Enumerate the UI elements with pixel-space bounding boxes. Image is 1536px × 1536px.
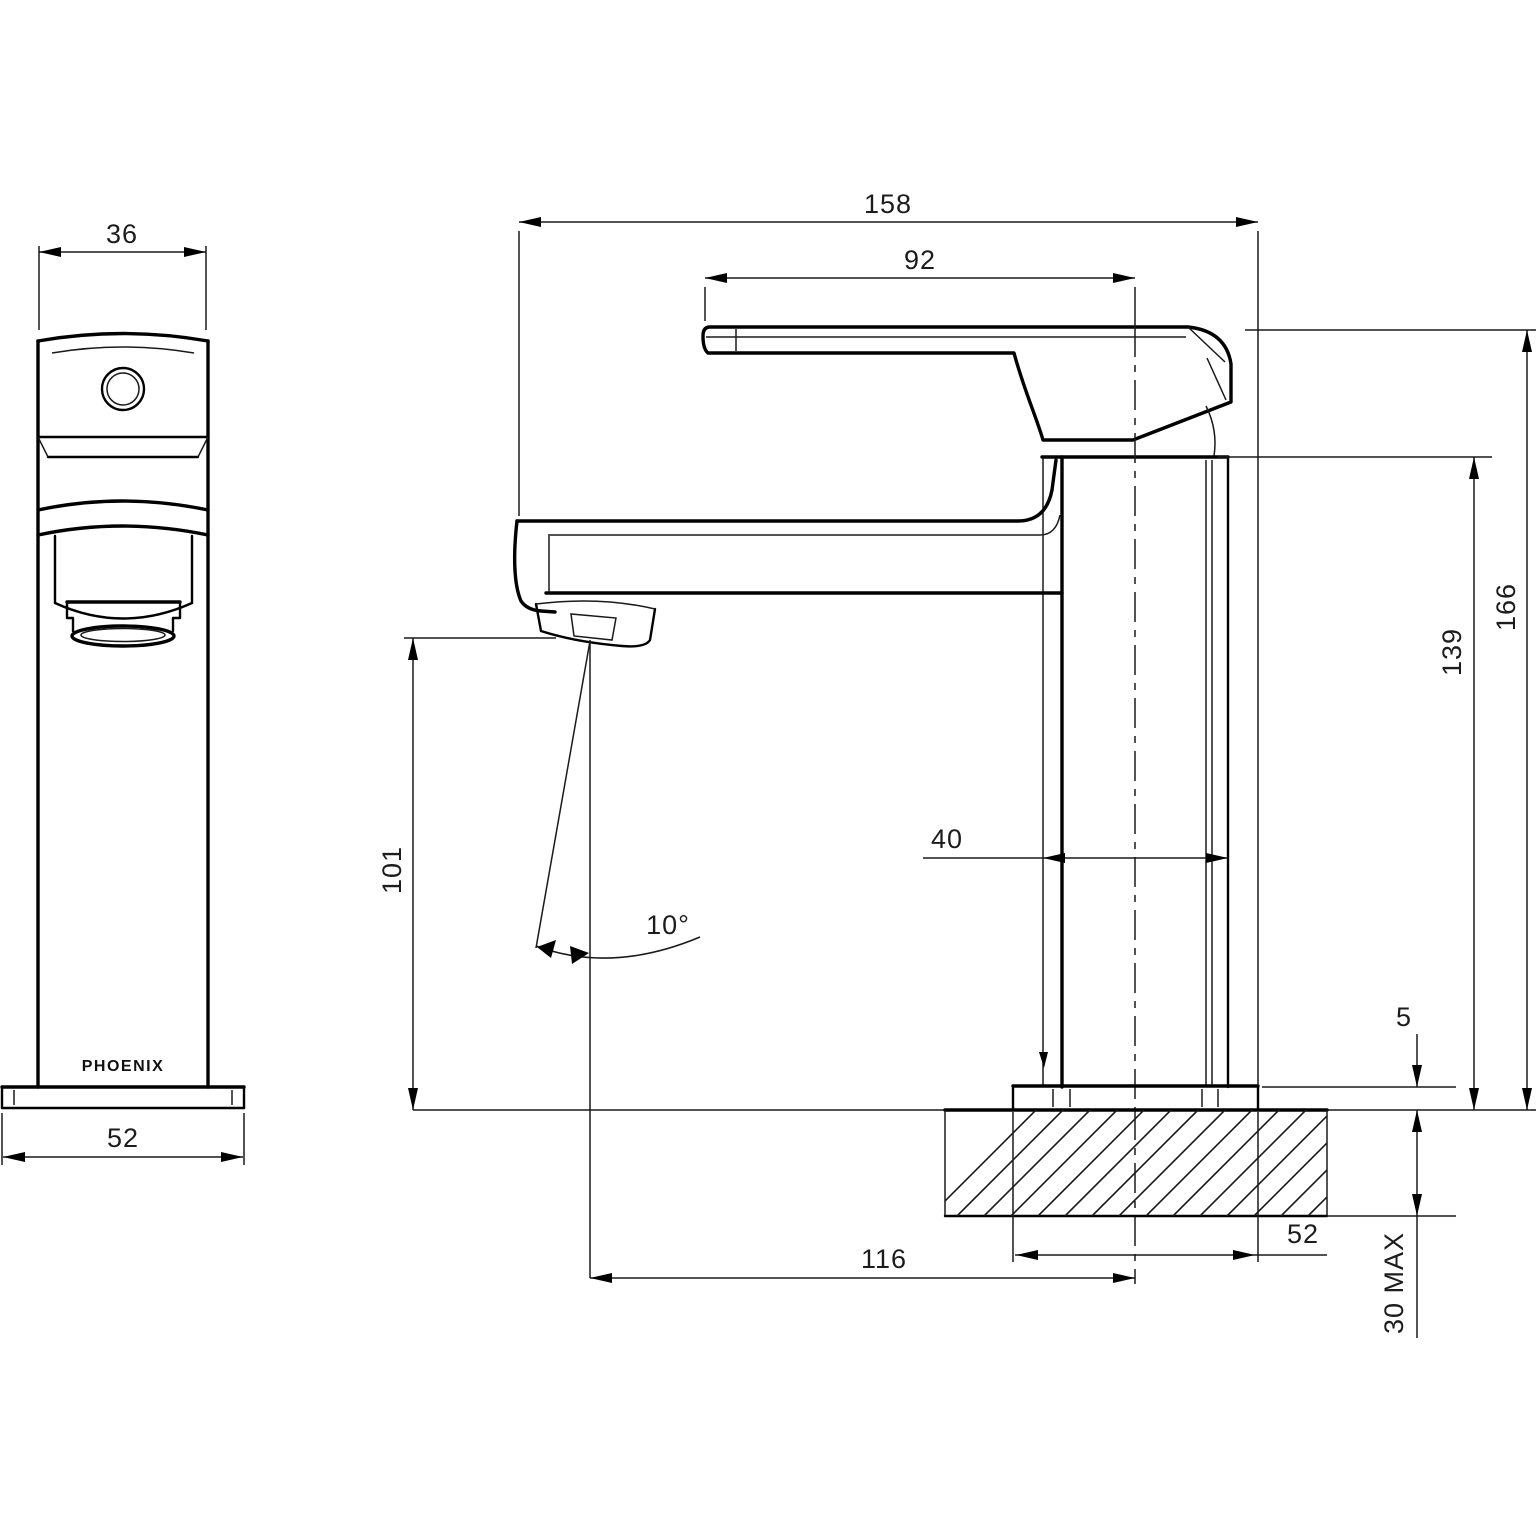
dim-116-label: 116 xyxy=(861,1244,907,1274)
dim-base-depth: 52 xyxy=(1012,1112,1327,1262)
front-view: PHOENIX 36 52 xyxy=(0,219,246,1165)
base-plate-front xyxy=(0,1085,246,1110)
dim-52-front-label: 52 xyxy=(107,1123,139,1153)
hatch-pattern xyxy=(945,1110,1327,1216)
dim-40-label: 40 xyxy=(931,824,963,854)
dim-52-side-label: 52 xyxy=(1287,1219,1319,1249)
dim-front-width: 36 xyxy=(38,219,207,330)
dim-5-label: 5 xyxy=(1396,1002,1412,1032)
lever-handle-side xyxy=(701,325,1233,457)
dim-angle-label: 10° xyxy=(646,910,690,940)
spray-angle: 10° xyxy=(535,640,701,1278)
base-plate-side xyxy=(1011,1084,1260,1111)
brand-wordmark: PHOENIX xyxy=(82,1058,165,1075)
dim-body-width: 40 xyxy=(923,824,1228,863)
dim-166-label: 166 xyxy=(1491,583,1521,631)
dim-overall-height: 166 xyxy=(1245,329,1536,1110)
dim-101-label: 101 xyxy=(377,846,407,894)
dim-base-thickness: 5 xyxy=(1262,1002,1456,1088)
dim-body-height: 139 xyxy=(1218,456,1492,1110)
dim-outlet-reach: 116 xyxy=(590,1244,1135,1283)
dim-mount-thickness: 30 MAX xyxy=(1327,1110,1456,1338)
side-view: 10° 158 xyxy=(377,189,1536,1338)
dim-overall-reach: 158 xyxy=(518,189,1259,1086)
body-column-side xyxy=(1039,455,1230,1089)
aerator-side xyxy=(534,600,657,648)
spout-side xyxy=(512,458,1064,614)
dim-36-label: 36 xyxy=(106,219,138,249)
dim-92-label: 92 xyxy=(904,245,936,275)
dim-158-label: 158 xyxy=(864,189,912,219)
dim-front-base-width: 52 xyxy=(1,1113,245,1165)
dim-outlet-height: 101 xyxy=(377,637,556,1110)
handle-button-front xyxy=(100,366,146,412)
mounting-surface-section xyxy=(413,1108,1536,1218)
aerator-front xyxy=(65,600,182,648)
dim-139-label: 139 xyxy=(1437,628,1467,676)
dim-handle-length: 92 xyxy=(704,245,1135,321)
dim-30max-label: 30 MAX xyxy=(1379,1232,1409,1334)
